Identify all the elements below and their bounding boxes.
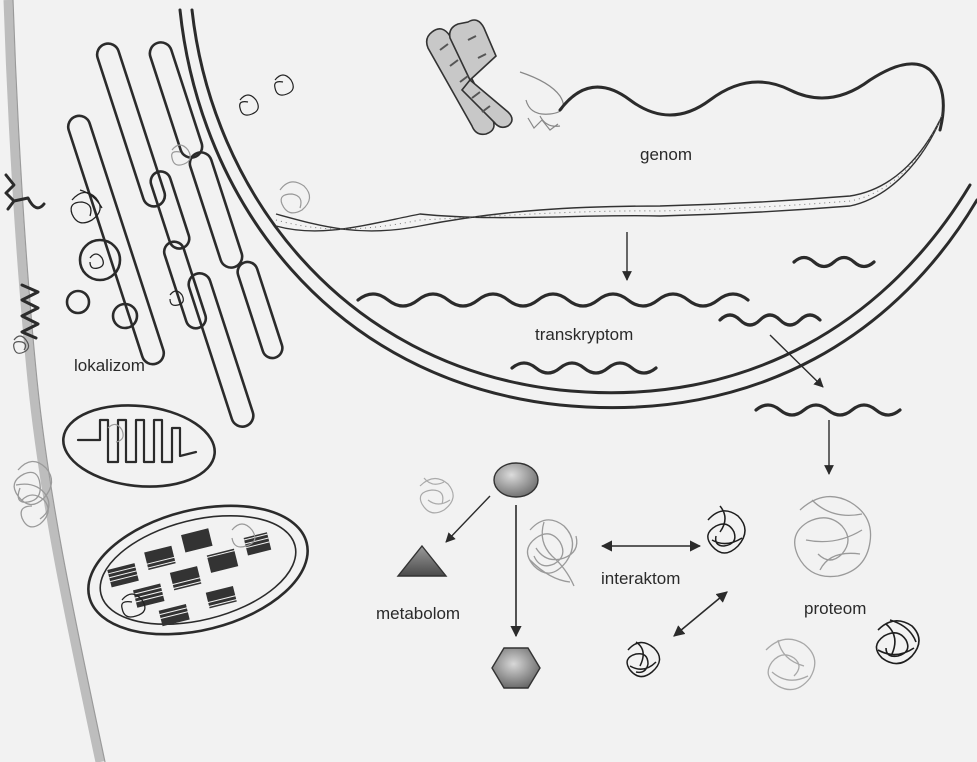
genome-label: genom: [640, 145, 692, 164]
metabolite-triangle: [398, 546, 446, 576]
interaction-arrow-diagonal: [674, 592, 727, 636]
mitochondrion: [59, 398, 219, 493]
transcriptome-label: transkryptom: [535, 325, 633, 344]
metabolism-arrow-left: [446, 496, 490, 542]
metabolite-hexagon: [492, 648, 540, 688]
vesicles: [67, 240, 137, 328]
chromatin-blob-light: [280, 182, 310, 213]
chromosome: [427, 20, 512, 134]
protein-blob-light: [420, 478, 453, 513]
localizome-label: lokalizom: [74, 356, 145, 375]
protein-blob-dark: [627, 642, 659, 677]
chromatin-strand: [520, 72, 563, 130]
interactome-label: interaktom: [601, 569, 680, 588]
protein-blob-dark: [708, 506, 745, 553]
chromatin-strand: [560, 64, 943, 130]
metabolite-ellipse: [494, 463, 538, 497]
protein-blob-light-large: [527, 520, 576, 586]
vesicle-cargo: [71, 190, 103, 268]
protein-blob-light: [766, 639, 815, 689]
organelle-grana: [75, 485, 321, 656]
protein-blob-light-large: [795, 497, 871, 577]
dna-double-helix: [276, 110, 944, 231]
ribosome-blob: [170, 75, 293, 305]
proteome-label: proteom: [804, 599, 866, 618]
cell-membrane-edge: [13, 0, 105, 762]
nuclear-envelope-outer: [180, 10, 977, 408]
cell-membrane: [8, 0, 100, 762]
membrane-receptor: [6, 175, 44, 209]
export-arrow: [770, 335, 823, 387]
metabolome-label: metabolom: [376, 604, 460, 623]
protein-blob-dark: [876, 620, 919, 664]
